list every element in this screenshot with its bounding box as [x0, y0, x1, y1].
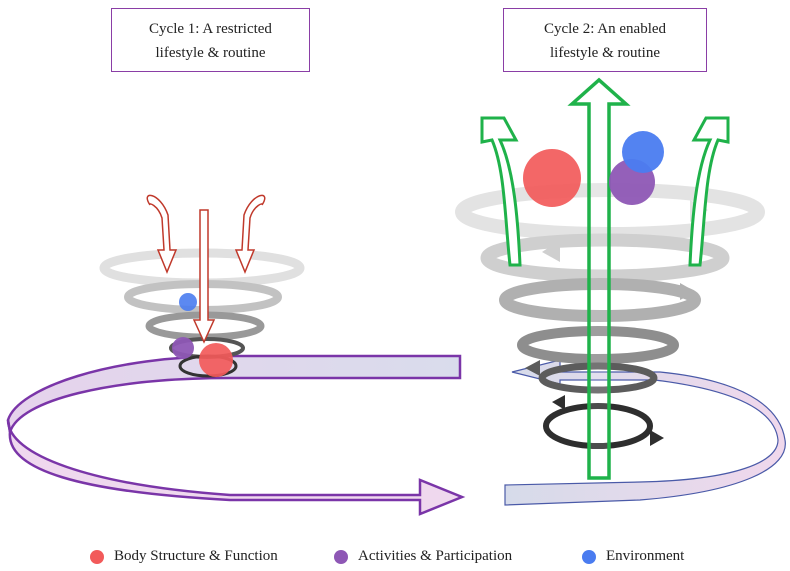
legend: Body Structure & Function Activities & P…: [0, 548, 790, 570]
legend-dot-red: [90, 549, 104, 564]
cycle2-environment-dot: [622, 131, 664, 173]
cycle2-tornado: [455, 183, 765, 449]
cycle2-curved-arrow-right: [688, 116, 730, 267]
legend-dot-blue: [582, 549, 596, 564]
cycle1-title-line2: lifestyle & routine: [155, 45, 266, 61]
cycle2-title-box: Cycle 2: An enabled lifestyle & routine: [503, 8, 707, 72]
legend-label-environment: Environment: [606, 548, 685, 564]
cycle2-body-dot: [523, 149, 581, 207]
cycle1-title-box: Cycle 1: A restricted lifestyle & routin…: [111, 8, 310, 72]
cycle1-activities-dot: [172, 337, 194, 359]
legend-item-activities: Activities & Participation: [334, 548, 512, 565]
cycle2-curved-arrow-left: [480, 116, 522, 267]
legend-label-activities: Activities & Participation: [358, 548, 513, 564]
cycle2-title-line2: lifestyle & routine: [550, 45, 660, 61]
cycle1-body-dot: [199, 343, 233, 377]
cycle2-title-line1: Cycle 2: An enabled: [543, 21, 667, 37]
legend-dot-purple: [334, 549, 348, 564]
legend-item-environment: Environment: [582, 548, 684, 565]
cycle1-curved-arrow-right: [234, 194, 266, 274]
legend-label-body: Body Structure & Function: [114, 548, 278, 564]
cycle1-down-arrow: [192, 209, 216, 344]
ribbon-spiral-left: [6, 354, 466, 516]
legend-item-body-structure: Body Structure & Function: [90, 548, 278, 565]
cycle1-environment-dot: [179, 293, 197, 311]
cycle2-up-arrow: [567, 77, 631, 480]
cycle1-curved-arrow-left: [146, 194, 178, 274]
cycle1-title-line1: Cycle 1: A restricted: [149, 21, 272, 37]
